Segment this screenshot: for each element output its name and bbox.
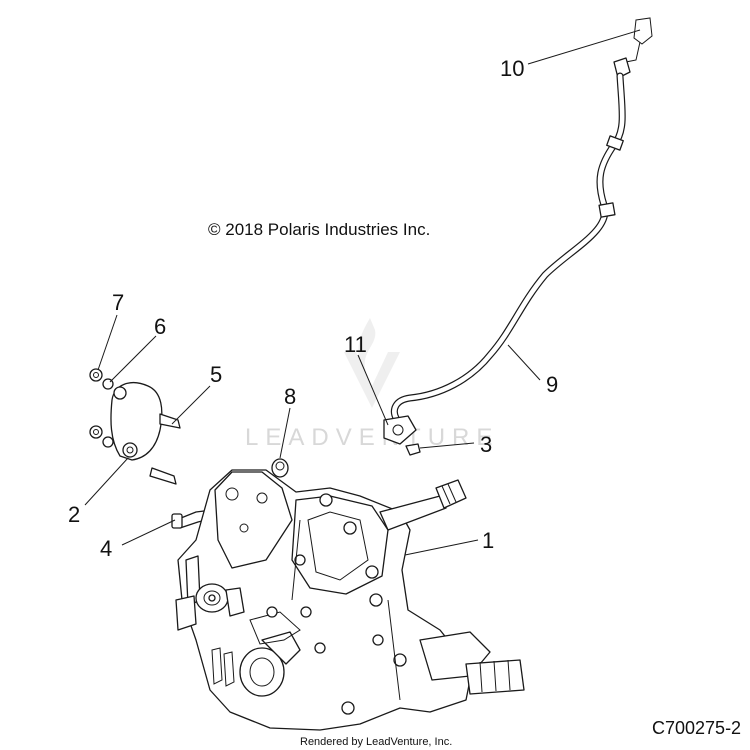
callout-10: 10 (500, 56, 524, 81)
callout-7: 7 (112, 290, 124, 315)
leader-9 (507, 344, 541, 381)
rendered-by-text: Rendered by LeadVenture, Inc. (300, 736, 452, 748)
leader-8 (279, 407, 291, 459)
callout-4: 4 (100, 536, 112, 561)
drawing-id: C700275-2 (652, 718, 741, 738)
watermark-text: LEADVENTURE (245, 424, 499, 451)
shift-cable (383, 17, 653, 456)
callout-9: 9 (546, 372, 558, 397)
transmission (175, 469, 525, 731)
leader-lines (84, 29, 641, 556)
callout-3: 3 (480, 432, 492, 457)
leader-5 (171, 385, 211, 425)
leader-2 (84, 457, 129, 506)
leader-10 (527, 29, 641, 65)
leader-7 (97, 314, 118, 371)
callout-6: 6 (154, 314, 166, 339)
leader-11 (357, 354, 389, 426)
callout-8: 8 (284, 384, 296, 409)
spacer (271, 458, 289, 478)
watermark-logo (344, 318, 400, 408)
bracket-assembly (89, 368, 181, 485)
leader-4 (121, 519, 176, 546)
leader-6 (109, 335, 157, 383)
callout-5: 5 (210, 362, 222, 387)
copyright-text: © 2018 Polaris Industries Inc. (208, 220, 430, 239)
leader-1 (404, 539, 479, 556)
callout-2: 2 (68, 502, 80, 527)
leader-3 (419, 442, 475, 449)
callout-11: 11 (344, 332, 367, 357)
callout-1: 1 (482, 528, 494, 553)
